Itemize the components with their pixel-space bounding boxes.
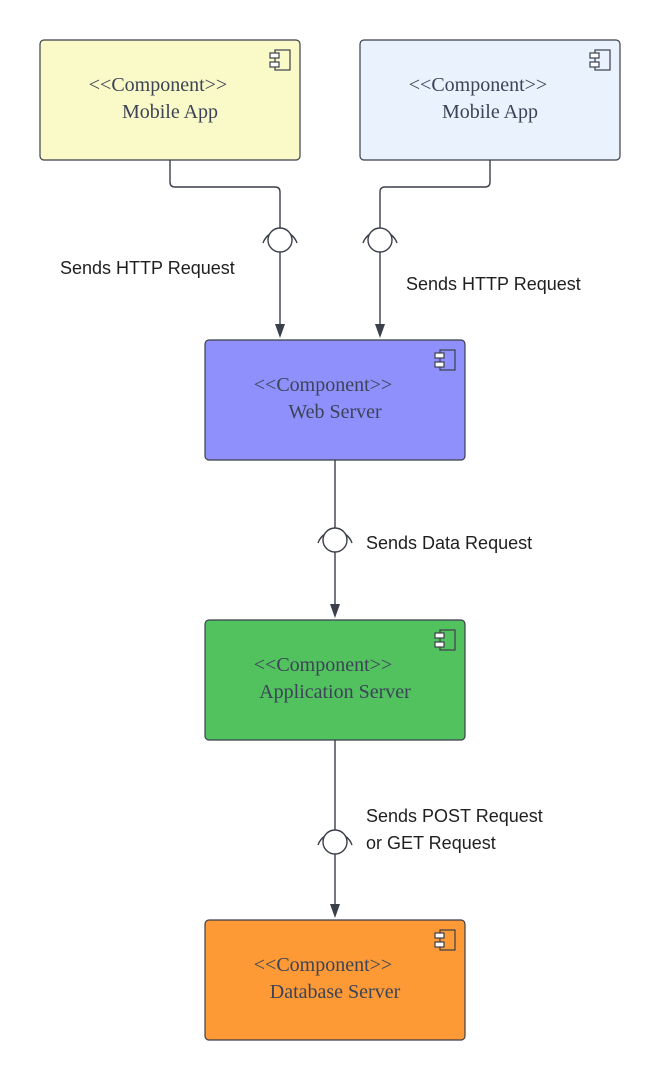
arrowhead-icon — [375, 324, 385, 338]
interface-ball-icon — [367, 227, 393, 253]
component-box[interactable] — [359, 39, 621, 161]
component-web-server[interactable]: <<Component>> Web Server — [204, 339, 466, 461]
connection-mobile-app-2-to-web-server: Sends HTTP Request — [362, 160, 581, 338]
arrowhead-icon — [275, 324, 285, 338]
component-stereotype: <<Component>> — [254, 654, 392, 676]
interface-ball-icon — [267, 227, 293, 253]
component-icon — [434, 929, 456, 951]
component-box[interactable] — [204, 919, 466, 1041]
interface-ball-icon — [322, 527, 348, 553]
component-icon — [434, 349, 456, 371]
component-icon — [589, 49, 611, 71]
component-box[interactable] — [39, 39, 301, 161]
component-name: Web Server — [288, 401, 382, 423]
component-name: Database Server — [270, 981, 401, 1003]
connection-label-line: Sends POST Request — [366, 806, 543, 826]
connection-label: Sends Data Request — [366, 533, 532, 553]
edge-line — [169, 160, 281, 324]
arrowhead-icon — [330, 904, 340, 918]
connection-application-server-to-database-server: Sends POST Request or GET Request — [317, 740, 543, 918]
component-application-server[interactable]: <<Component>> Application Server — [204, 619, 466, 741]
component-icon — [434, 629, 456, 651]
component-name: Mobile App — [122, 101, 218, 123]
component-name: Mobile App — [442, 101, 538, 123]
edge-line — [379, 160, 491, 324]
connection-web-server-to-application-server: Sends Data Request — [317, 460, 532, 618]
connection-label-line: Sends HTTP Request — [406, 274, 581, 294]
component-stereotype: <<Component>> — [254, 954, 392, 976]
component-database-server[interactable]: <<Component>> Database Server — [204, 919, 466, 1041]
connection-mobile-app-1-to-web-server: Sends HTTP Request — [60, 160, 298, 338]
connection-label-line: Sends HTTP Request — [60, 258, 235, 278]
arrowhead-icon — [330, 604, 340, 618]
component-mobile-app-1[interactable]: <<Component>> Mobile App — [39, 39, 301, 161]
connection-label: or GET Request — [366, 833, 496, 853]
component-box[interactable] — [204, 339, 466, 461]
connection-label: Sends POST Request — [366, 806, 543, 826]
interface-ball-icon — [322, 829, 348, 855]
component-icon — [269, 49, 291, 71]
component-stereotype: <<Component>> — [254, 374, 392, 396]
component-mobile-app-2[interactable]: <<Component>> Mobile App — [359, 39, 621, 161]
component-name: Application Server — [259, 681, 411, 703]
component-box[interactable] — [204, 619, 466, 741]
connection-label: Sends HTTP Request — [60, 258, 235, 278]
connection-label-line: or GET Request — [366, 833, 496, 853]
component-stereotype: <<Component>> — [409, 74, 547, 96]
component-stereotype: <<Component>> — [89, 74, 227, 96]
connection-label-line: Sends Data Request — [366, 533, 532, 553]
connection-label: Sends HTTP Request — [406, 274, 581, 294]
